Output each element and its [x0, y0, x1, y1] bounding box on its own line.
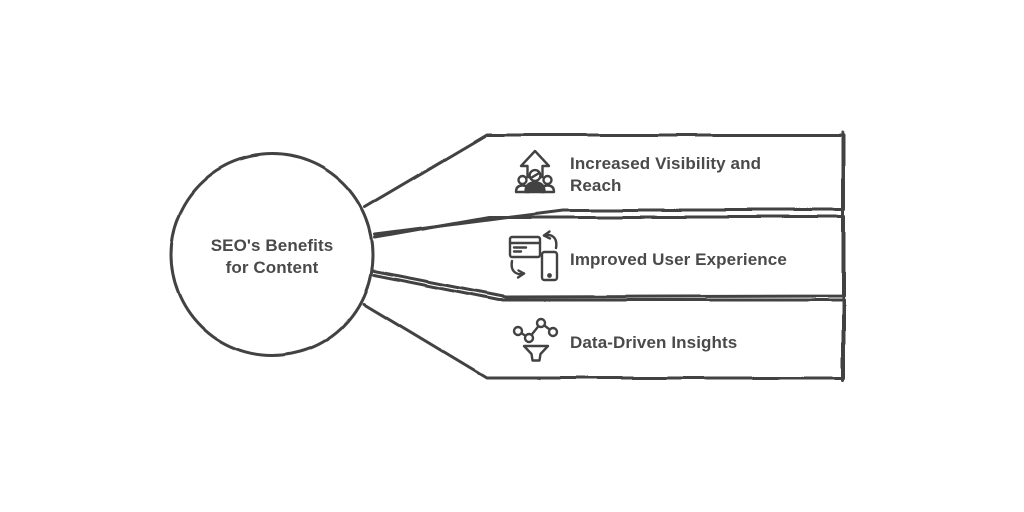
- hub-label: SEO's Benefits for Content: [210, 236, 334, 277]
- audience-growth-icon: [514, 149, 556, 194]
- hub-circle: [169, 152, 375, 358]
- device-sync-icon: [508, 230, 559, 282]
- branch-1-label: Increased Visibility and Reach: [570, 154, 762, 195]
- branch-3-label: Data-Driven Insights: [570, 333, 738, 352]
- data-funnel-icon: [512, 317, 559, 362]
- branch-2-label: Improved User Experience: [570, 250, 787, 269]
- banner-3-outline: [362, 273, 846, 380]
